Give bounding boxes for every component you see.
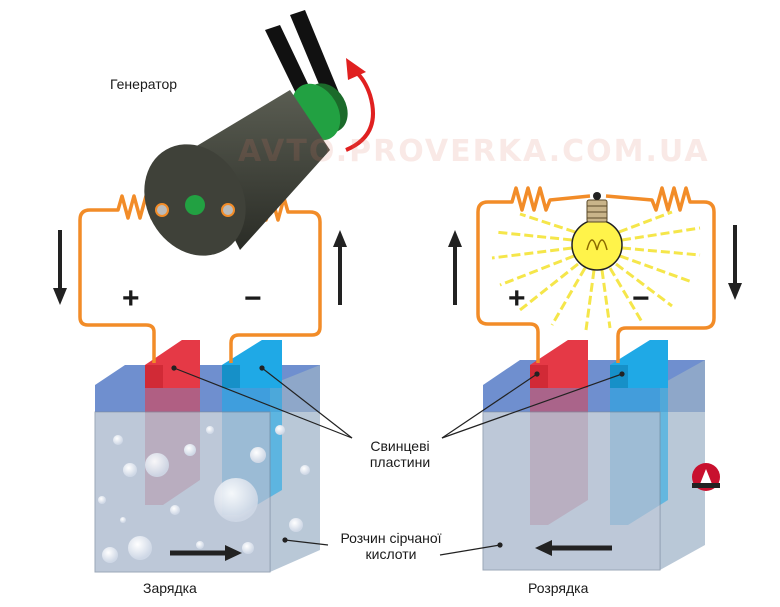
discharging-battery [482,340,705,571]
plates-label-line-1: Свинцеві [370,438,430,454]
right-positive-plate-top [530,340,588,388]
left-flow-arrow-head [225,545,242,561]
charging-wire-positive [78,194,160,363]
callout-lines [171,365,625,556]
discharging-current-arrows [448,225,742,305]
charging-current-arrows [53,230,347,305]
solution-label-line-2: кислоти [365,546,417,562]
left-negative-terminal [222,365,240,388]
watermark: AVTO.PROVERKA.COM.UA [238,134,710,169]
discharging-plus-sign: + [508,282,526,315]
solution-label-line-1: Розчин сірчаної [340,530,442,546]
charging-battery [94,340,320,573]
light-bulb-icon [571,192,623,271]
left-positive-plate-top [145,340,200,388]
discharging-wire-negative [605,186,716,363]
plates-label-line-2: пластини [369,454,431,470]
plates-label: Свинцеві пластини [350,438,450,470]
discharging-circuit [476,186,716,363]
light-rays [491,210,701,331]
right-side-face [660,360,705,570]
right-negative-terminal [610,365,628,388]
generator-icon [144,10,348,256]
discharging-wire-positive [476,186,591,363]
bubbles [98,425,310,563]
solution-label: Розчин сірчаної кислоти [325,530,457,562]
right-negative-plate-top [610,340,668,388]
rotation-arrow-icon [345,58,375,152]
charging-plus-sign: + [122,282,140,315]
generator-label: Генератор [110,76,178,92]
left-positive-terminal [145,365,163,388]
logo-icon [692,463,720,491]
charging-minus-sign: − [244,282,262,315]
right-positive-terminal [530,365,548,388]
discharging-minus-sign: − [632,282,650,315]
right-flow-arrow-head [535,540,552,556]
left-negative-plate-top [222,340,282,388]
charging-caption: Зарядка [143,580,197,596]
discharging-caption: Розрядка [528,580,589,596]
right-electrolyte [482,411,661,571]
left-side-face [270,365,320,572]
